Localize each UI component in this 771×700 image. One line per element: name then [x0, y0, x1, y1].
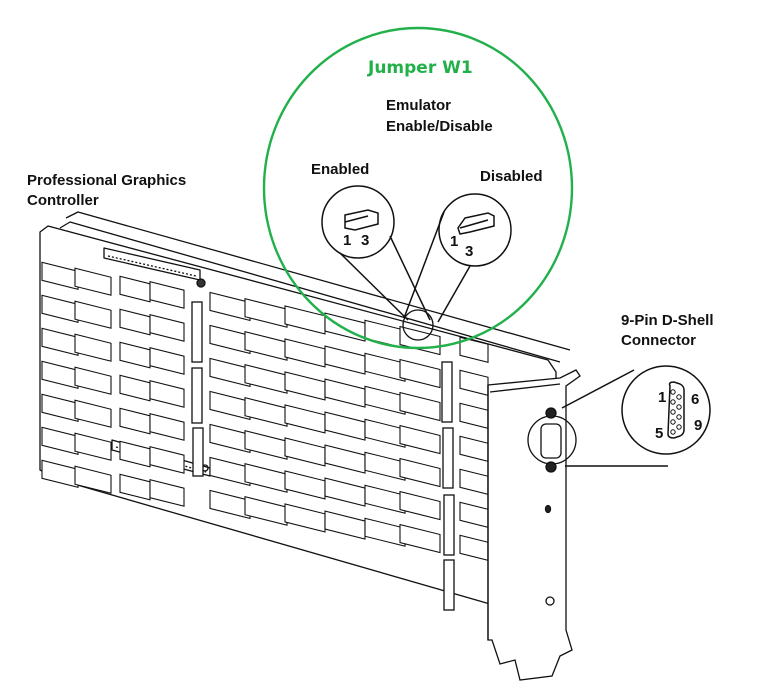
ic-chip [74, 366, 112, 395]
ic-chip [399, 523, 441, 554]
dshell-pin-hole [676, 414, 682, 420]
connector-label-line1: 9-Pin D-Shell [621, 312, 714, 329]
enabled-label: Enabled [311, 161, 370, 178]
connector-callout [561, 365, 711, 467]
jumper-location-marker [402, 309, 434, 341]
ic-chip [149, 413, 185, 441]
chip-array [41, 261, 489, 561]
ic-chip [399, 391, 441, 422]
connector-label-line2: Connector [621, 332, 696, 349]
ic-chip [149, 281, 185, 309]
ic-chip [74, 333, 112, 362]
dshell-pin-hole [676, 404, 682, 410]
dshell-pin-6: 6 [691, 391, 699, 408]
ic-chip [149, 446, 185, 474]
dshell-pin-5: 5 [655, 425, 663, 442]
ic-chip [74, 267, 112, 296]
ic-chip [74, 399, 112, 428]
jumper-title: Jumper W1 [368, 58, 473, 78]
ic-chip [149, 347, 185, 375]
mounting-bracket [487, 369, 581, 681]
dshell-pin-hole [676, 424, 682, 430]
ic-chip [399, 490, 441, 521]
dshell-pin-hole [670, 429, 676, 435]
enabled-pin-3: 3 [361, 232, 369, 249]
ic-chip [74, 432, 112, 461]
dshell-pin-hole [670, 399, 676, 405]
ic-chip [74, 465, 112, 494]
jumper-enabled-callout [321, 185, 431, 321]
disabled-pin-3: 3 [465, 243, 473, 260]
dshell-pin-hole [676, 394, 682, 400]
disabled-label: Disabled [480, 168, 543, 185]
jumper-disabled-callout [403, 193, 512, 323]
dshell-pin-1: 1 [658, 389, 666, 406]
ic-chip [74, 300, 112, 329]
board-label-line1: Professional Graphics [27, 172, 187, 189]
disabled-pin-1: 1 [450, 233, 458, 250]
dshell-pin-9: 9 [694, 417, 702, 434]
ic-chip [149, 380, 185, 408]
dshell-pin-hole [670, 419, 676, 425]
dshell-pin-hole [670, 409, 676, 415]
ic-chip [149, 479, 185, 507]
ic-chip [399, 457, 441, 488]
jumper-highlight-circle [262, 26, 574, 350]
ic-chip [149, 314, 185, 342]
ic-chip [459, 336, 489, 363]
ic-chip [399, 358, 441, 389]
jumper-desc-line1: Emulator [386, 97, 452, 114]
board-label-line2: Controller [27, 192, 99, 209]
ic-chip [399, 424, 441, 455]
dshell-pin-hole [670, 389, 676, 395]
enabled-pin-1: 1 [343, 232, 351, 249]
jumper-desc-line2: Enable/Disable [386, 118, 493, 135]
